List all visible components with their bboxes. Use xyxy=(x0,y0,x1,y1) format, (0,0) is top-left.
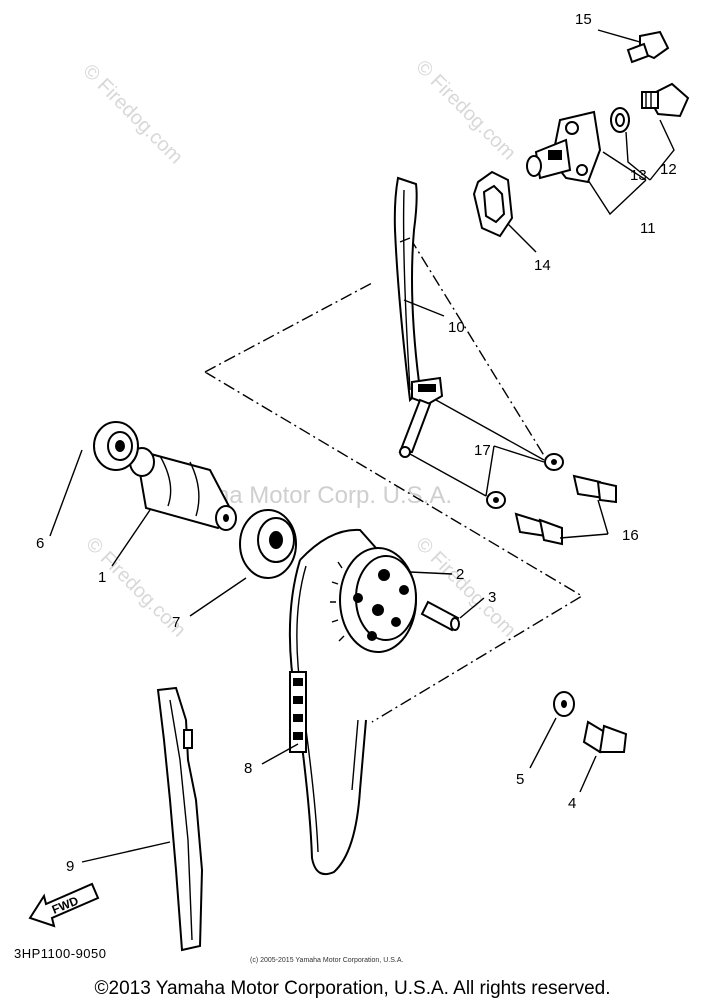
watermarks: © Firedog.com © Firedog.com © Firedog.co… xyxy=(78,56,520,642)
callout-10: 10 xyxy=(448,319,465,336)
sprocket-washer xyxy=(553,691,575,717)
callout-labels: 1 2 3 4 5 6 7 8 9 10 11 12 13 14 15 16 1… xyxy=(36,11,677,875)
cam-chain xyxy=(288,528,377,876)
cam-chain-tensioner xyxy=(526,110,602,184)
callout-17: 17 xyxy=(474,442,491,459)
small-copyright: (c) 2005-2015 Yamaha Motor Corporation, … xyxy=(250,957,404,964)
callout-3: 3 xyxy=(488,589,496,606)
callout-16: 16 xyxy=(622,527,639,544)
guide-washers xyxy=(486,453,564,509)
chain-guide xyxy=(393,176,444,458)
fwd-arrow-icon: FWD xyxy=(28,882,100,928)
sprocket-bolt xyxy=(582,720,628,754)
upper-leaders xyxy=(403,29,675,317)
chain-guide-lower xyxy=(156,686,204,952)
watermark-top-right: © Firedog.com xyxy=(411,56,520,165)
tensioner-washer xyxy=(610,107,630,133)
camshaft-bearing-left xyxy=(93,421,139,471)
callout-12: 12 xyxy=(660,161,677,178)
lower-leaders xyxy=(49,399,609,863)
diagram-code: 3HP1100-9050 xyxy=(14,946,107,961)
guide-bolts xyxy=(514,474,617,546)
callout-13: 13 xyxy=(630,167,647,184)
callout-6: 6 xyxy=(36,535,44,552)
callout-9: 9 xyxy=(66,858,74,875)
callout-8: 8 xyxy=(244,760,252,777)
callout-7: 7 xyxy=(172,614,180,631)
camshaft xyxy=(129,447,237,531)
cam-sprocket xyxy=(330,547,417,653)
dowel-pin xyxy=(420,600,460,632)
callout-2: 2 xyxy=(456,566,464,583)
tensioner-cap-bolt xyxy=(641,82,690,118)
callout-11: 11 xyxy=(640,220,656,237)
callout-1: 1 xyxy=(98,569,106,586)
camshaft-bearing-right xyxy=(239,509,297,579)
tensioner-gasket xyxy=(472,170,514,238)
watermark-corner: © Firedog.com xyxy=(78,60,187,169)
callout-5: 5 xyxy=(516,771,524,788)
tensioner-bolt xyxy=(626,30,670,64)
callout-15: 15 xyxy=(575,11,592,28)
assembly-outline xyxy=(204,237,584,723)
footer-copyright: ©2013 Yamaha Motor Corporation, U.S.A. A… xyxy=(94,978,611,999)
callout-14: 14 xyxy=(534,257,551,274)
callout-4: 4 xyxy=(568,795,576,812)
